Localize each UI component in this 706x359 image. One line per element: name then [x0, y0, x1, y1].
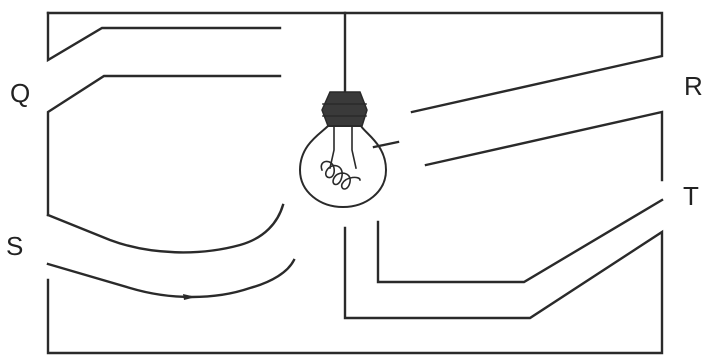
wire-top-frame: [46, 11, 664, 114]
terminal-label-t: T: [683, 181, 699, 211]
switch-q-contact: [46, 74, 282, 217]
terminal-label-r: R: [684, 71, 703, 101]
switch-t-contact: [376, 198, 664, 284]
switch-s-lower: [46, 258, 296, 299]
wire-bottom-frame: [46, 226, 664, 355]
filament-support-right: [351, 125, 357, 169]
wire-top-left-drop: [46, 11, 282, 63]
terminal-label-s: S: [6, 231, 24, 261]
bulb-socket-icon: [321, 91, 368, 127]
light-bulb-icon: [298, 125, 388, 209]
terminal-label-q: Q: [10, 78, 31, 108]
arrowhead-icon: [183, 294, 196, 300]
filament-support-left: [329, 125, 335, 169]
bulb-right-lead: [372, 140, 400, 149]
filament-icon: [320, 160, 361, 190]
switch-s-upper: [46, 203, 285, 254]
wire-r-lower: [424, 110, 664, 182]
